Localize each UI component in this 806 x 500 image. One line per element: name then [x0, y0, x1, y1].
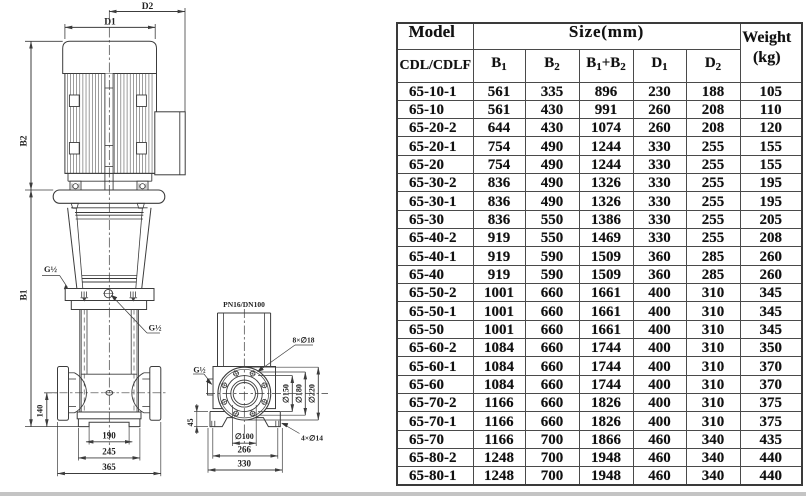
svg-text:365: 365: [102, 462, 116, 472]
svg-text:G½: G½: [193, 366, 205, 375]
svg-text:4×∅14: 4×∅14: [301, 434, 323, 443]
svg-text:G½: G½: [149, 323, 163, 333]
svg-text:∅180: ∅180: [295, 384, 304, 403]
svg-text:PN16/DN100: PN16/DN100: [223, 300, 265, 309]
svg-text:G½: G½: [44, 264, 58, 274]
svg-text:266: 266: [238, 444, 252, 454]
svg-text:45: 45: [186, 419, 195, 427]
svg-text:D2: D2: [142, 2, 154, 12]
svg-text:∅150: ∅150: [282, 384, 291, 403]
svg-text:245: 245: [102, 447, 116, 457]
svg-text:330: 330: [238, 459, 252, 469]
svg-text:∅100: ∅100: [235, 432, 254, 441]
svg-text:B2: B2: [20, 135, 30, 146]
svg-text:D1: D1: [104, 18, 116, 28]
svg-text:140: 140: [35, 405, 45, 418]
svg-text:8×∅18: 8×∅18: [292, 335, 314, 344]
svg-text:B1: B1: [20, 289, 30, 300]
